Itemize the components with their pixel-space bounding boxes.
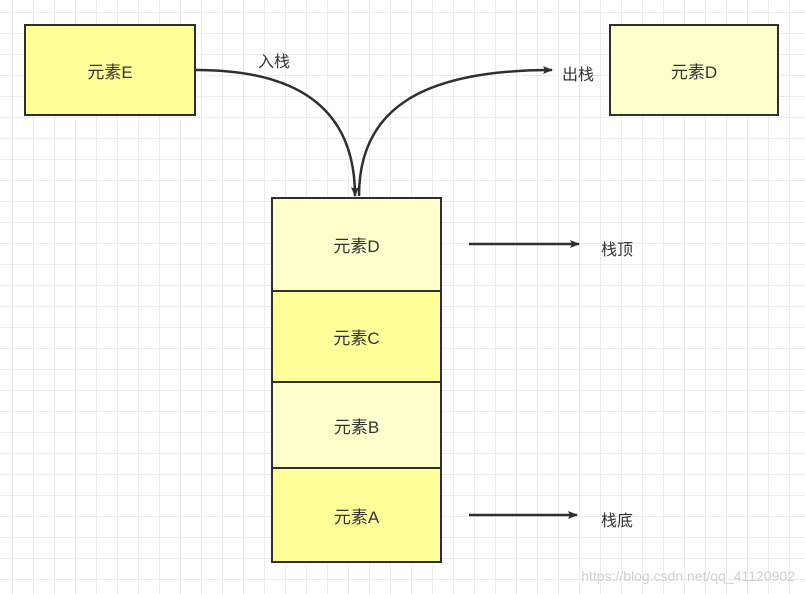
push-label: 入栈 <box>258 54 291 71</box>
stack-cell-bottom: 元素A <box>271 467 442 563</box>
stack-cell: 元素C <box>271 290 442 383</box>
pop-label: 出栈 <box>562 67 595 84</box>
top-label: 栈顶 <box>601 242 634 259</box>
element-d-out-label: 元素D <box>670 62 718 82</box>
stack-cell-label: 元素B <box>333 417 380 437</box>
stack-cell-label: 元素A <box>333 507 380 527</box>
push-arrow <box>195 68 359 197</box>
pop-arrow <box>357 66 553 197</box>
stack-cell: 元素B <box>271 381 442 469</box>
element-d-out-box: 元素D <box>609 24 779 116</box>
bottom-label: 栈底 <box>601 513 634 530</box>
watermark: https://blog.csdn.net/qq_41120902 <box>581 568 795 584</box>
element-e-box: 元素E <box>24 24 196 116</box>
stack-cell-top: 元素D <box>271 197 442 292</box>
stack-cell-label: 元素D <box>333 237 380 256</box>
stack-container: 元素D 元素C 元素B 元素A <box>271 197 442 563</box>
element-e-label: 元素E <box>87 62 133 82</box>
stack-cell-label: 元素C <box>333 329 380 348</box>
